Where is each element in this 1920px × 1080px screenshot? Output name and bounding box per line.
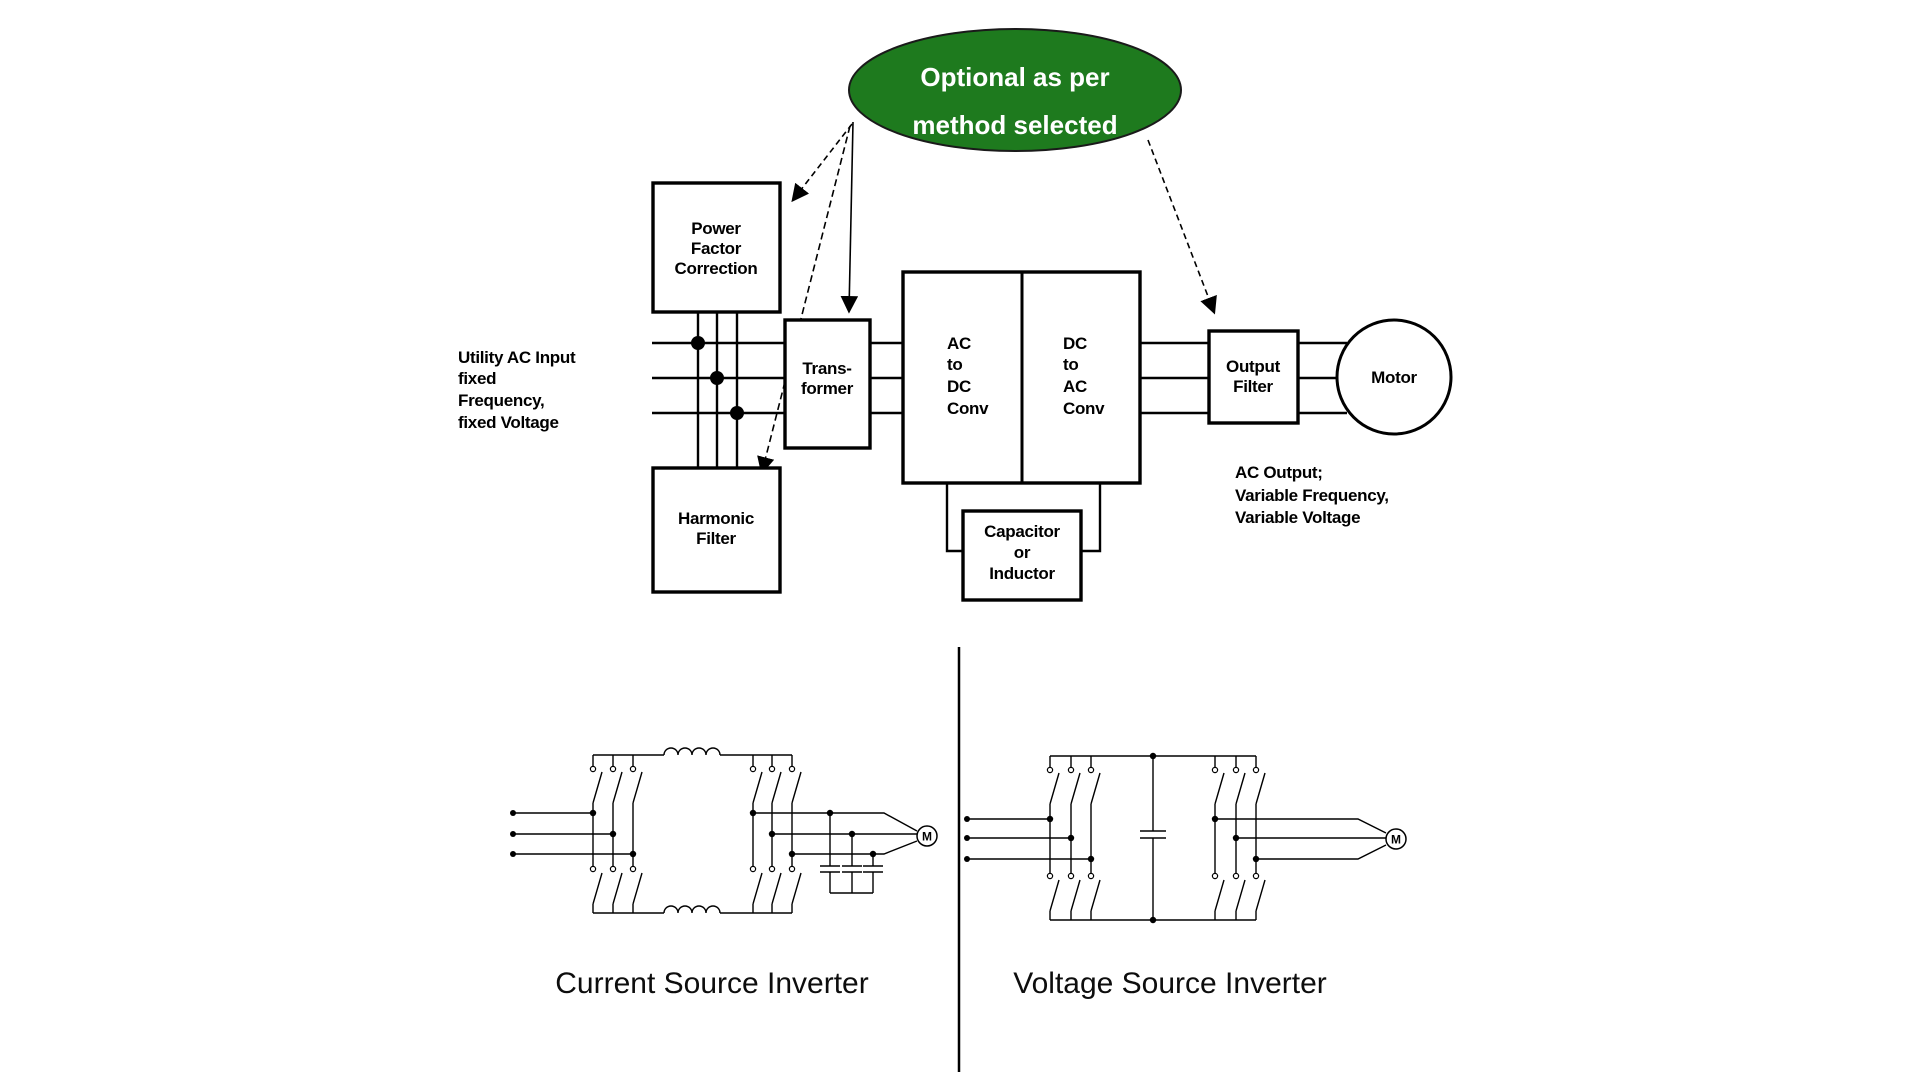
motor-label: Motor <box>1371 368 1417 387</box>
transformer-line-2: former <box>801 379 854 398</box>
csi-bottom-inductor <box>663 905 721 914</box>
harmonic-line-2: Filter <box>696 529 736 548</box>
csi-title: Current Source Inverter <box>555 967 868 1000</box>
vsi-switch-legs <box>1046 756 1266 920</box>
csi-motor-label: M <box>922 830 932 844</box>
cap-ind-line-3: Inductor <box>989 564 1055 583</box>
power-factor-correction-box: Power Factor Correction <box>651 181 782 314</box>
motor-block: Motor <box>1335 318 1453 436</box>
converter-to-output-filter-lines <box>1140 341 1209 415</box>
vsi-junction-dots <box>964 752 1260 924</box>
current-source-inverter: M Current Source Inverter <box>510 747 938 1000</box>
tap-junction-dot <box>730 406 744 420</box>
arrow-to-harmonic-filter <box>757 125 851 475</box>
output-filter-to-motor-lines <box>1298 341 1347 415</box>
vsi-title: Voltage Source Inverter <box>1013 967 1327 1000</box>
capacitor-or-inductor-box: Capacitor or Inductor <box>961 509 1083 602</box>
csi-capacitor-bank <box>820 813 883 894</box>
ac-dc-line-1: AC <box>947 334 971 353</box>
input-label-line-2: fixed <box>458 369 496 388</box>
transformer-box: Trans- former <box>783 318 872 450</box>
cap-ind-rect <box>961 509 1083 602</box>
arrow-to-output-filter <box>1147 139 1217 315</box>
output-label-line-1: AC Output; <box>1235 463 1323 482</box>
vsi-output-lines <box>1215 818 1387 860</box>
voltage-source-inverter: M Voltage Source Inverter <box>964 752 1407 1000</box>
output-filter-line-1: Output <box>1226 357 1281 376</box>
vsi-motor-label: M <box>1391 833 1401 847</box>
csi-output-lines <box>753 812 918 855</box>
tap-vertical-lines <box>696 312 739 468</box>
converter-box: AC to DC Conv DC to AC Conv <box>901 270 1142 485</box>
transformer-rect <box>783 318 872 450</box>
dc-ac-line-2: to <box>1063 355 1078 374</box>
csi-junction-dots <box>510 809 877 858</box>
csi-top-inductor <box>663 747 721 756</box>
pfc-line-1: Power <box>691 219 741 238</box>
cap-ind-line-1: Capacitor <box>984 522 1060 541</box>
utility-input-label: Utility AC Input fixed Frequency, fixed … <box>458 348 576 432</box>
harmonic-line-1: Harmonic <box>678 509 754 528</box>
ac-dc-line-3: DC <box>947 377 971 396</box>
vsi-dc-capacitor <box>1140 756 1166 920</box>
tap-junction-dot <box>710 371 724 385</box>
csi-motor-circle <box>916 825 938 847</box>
motor-circle <box>1335 318 1453 436</box>
transformer-to-converter-lines <box>870 341 903 415</box>
csi-input-lines <box>513 812 633 855</box>
tap-junction-dot <box>691 336 705 350</box>
dc-ac-line-3: AC <box>1063 377 1087 396</box>
pfc-line-2: Factor <box>691 239 742 258</box>
input-label-line-3: Frequency, <box>458 391 544 410</box>
dc-link-lines <box>945 483 1102 553</box>
output-phase-wiring <box>1140 341 1347 415</box>
cap-ind-line-2: or <box>1014 543 1031 562</box>
output-filter-rect <box>1207 329 1300 425</box>
pfc-line-3: Correction <box>675 259 758 278</box>
input-phase-wiring <box>652 312 903 468</box>
output-label-line-3: Variable Voltage <box>1235 508 1360 527</box>
csi-switch-legs <box>589 755 802 913</box>
dc-ac-line-4: Conv <box>1063 399 1105 418</box>
vsi-input-lines <box>967 818 1091 860</box>
pfc-rect <box>651 181 782 314</box>
dc-ac-line-1: DC <box>1063 334 1087 353</box>
ac-dc-line-2: to <box>947 355 962 374</box>
input-label-line-4: fixed Voltage <box>458 413 559 432</box>
input-label-line-1: Utility AC Input <box>458 348 576 367</box>
ac-dc-line-4: Conv <box>947 399 989 418</box>
transformer-line-1: Trans- <box>802 359 851 378</box>
callout-ellipse <box>848 28 1182 152</box>
arrow-to-power-factor-correction <box>791 123 853 203</box>
output-filter-line-2: Filter <box>1233 377 1273 396</box>
ac-output-label: AC Output; Variable Frequency, Variable … <box>1235 463 1389 527</box>
optional-callout: Optional as per method selected <box>848 28 1182 152</box>
callout-line-2: method selected <box>912 110 1117 140</box>
callout-arrows <box>757 121 1217 475</box>
callout-line-1: Optional as per <box>920 62 1109 92</box>
output-label-line-2: Variable Frequency, <box>1235 486 1389 505</box>
arrow-to-transformer <box>840 121 859 314</box>
output-filter-box: Output Filter <box>1207 329 1300 425</box>
csi-dc-buses <box>593 754 792 914</box>
vsi-motor-circle <box>1385 828 1407 850</box>
harmonic-rect <box>651 466 782 594</box>
harmonic-filter-box: Harmonic Filter <box>651 466 782 594</box>
